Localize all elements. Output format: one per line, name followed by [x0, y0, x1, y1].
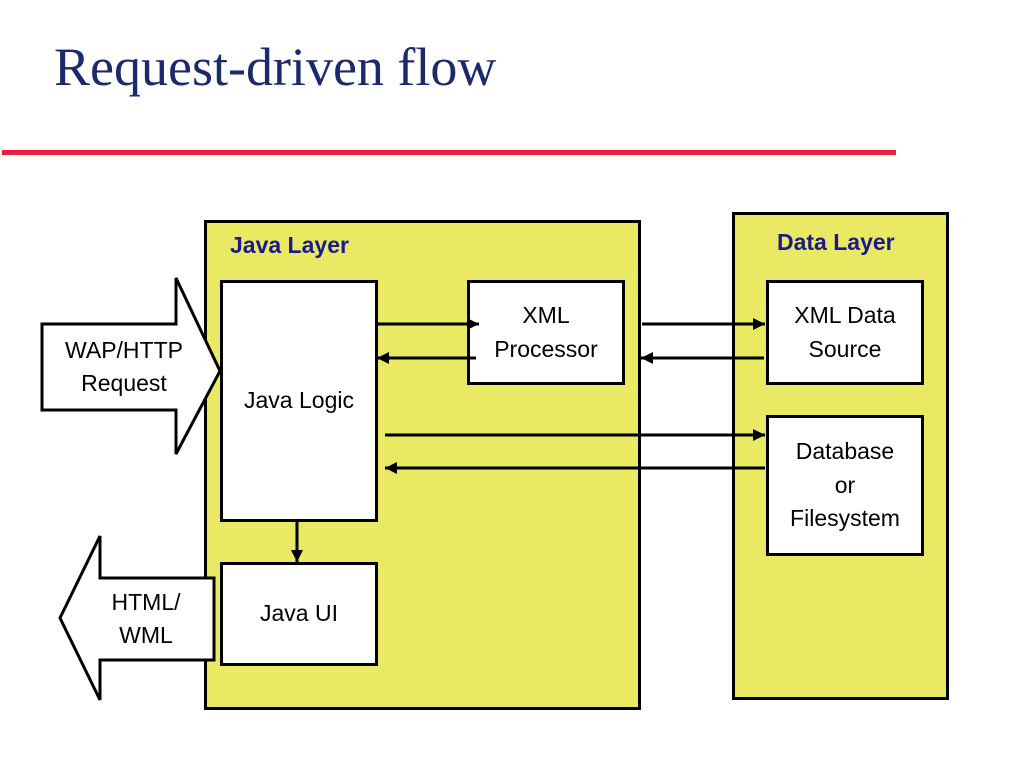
title-underline: [2, 150, 896, 155]
request-label-line2: Request: [81, 370, 167, 396]
database-label-line2: or: [834, 471, 856, 498]
xml-data-source-box: XML Data Source: [766, 280, 924, 385]
java-logic-label: Java Logic: [244, 387, 354, 414]
java-ui-label: Java UI: [260, 600, 338, 627]
request-block-arrow: [40, 277, 222, 455]
database-box: Database or Filesystem: [766, 415, 924, 556]
request-arrow-label: WAP/HTTP Request: [44, 326, 204, 408]
response-block-arrow: [58, 535, 216, 701]
database-label-line1: Database: [795, 438, 895, 465]
response-arrow-label: HTML/ WML: [84, 580, 208, 658]
java-logic-box: Java Logic: [220, 280, 378, 522]
data-layer-label: Data Layer: [777, 229, 895, 255]
java-ui-box: Java UI: [220, 562, 378, 666]
xml-data-source-label-line2: Source: [808, 335, 882, 362]
database-label-line3: Filesystem: [790, 505, 900, 532]
java-layer-label: Java Layer: [230, 232, 349, 258]
xml-processor-label-line2: Processor: [494, 335, 598, 362]
xml-data-source-label-line1: XML Data: [794, 302, 896, 329]
response-label-line2: WML: [119, 622, 173, 648]
page-title: Request-driven flow: [54, 37, 497, 97]
request-label-line1: WAP/HTTP: [65, 336, 183, 363]
response-label-line1: HTML/: [111, 588, 181, 615]
xml-processor-box: XML Processor: [467, 280, 625, 385]
xml-processor-label-line1: XML: [522, 302, 570, 329]
